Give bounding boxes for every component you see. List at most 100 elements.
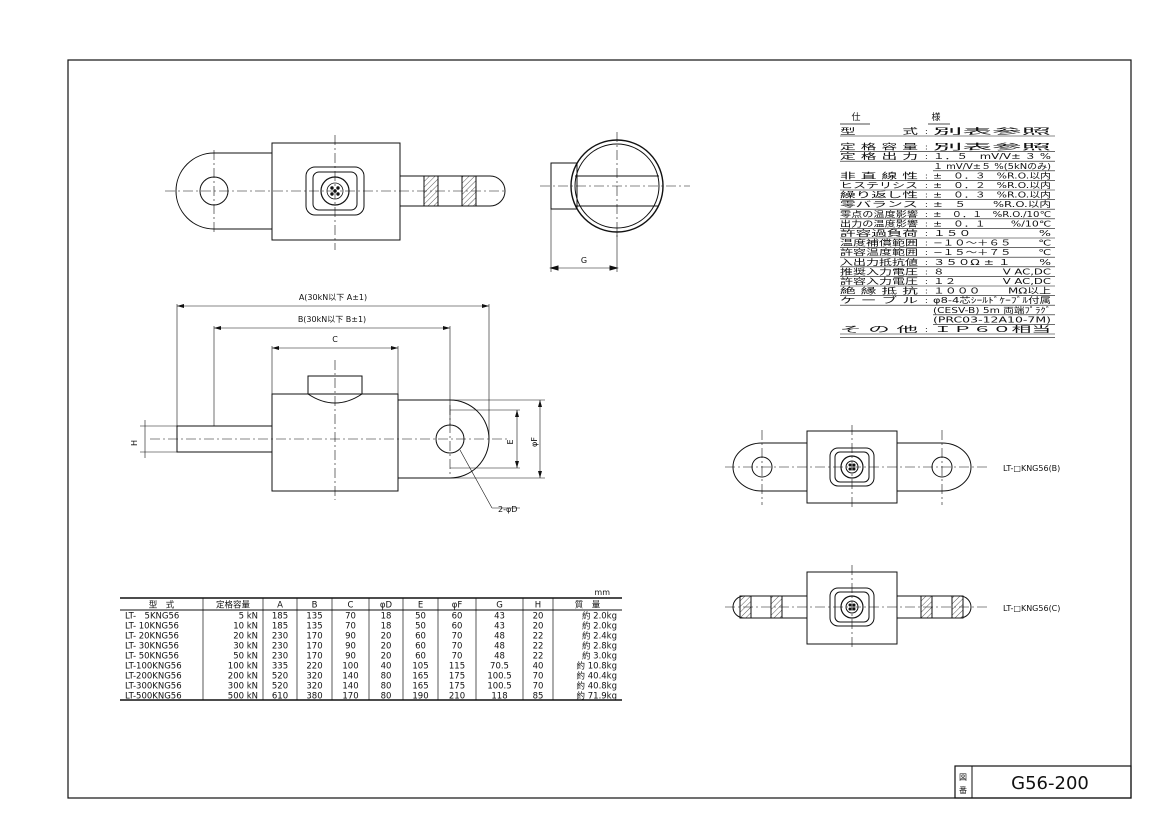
table-cell: 40 [533, 662, 544, 672]
table-cell: 22 [533, 632, 544, 642]
dim-b-label: B(30kN以下 B±1) [298, 315, 366, 324]
table-header-cell: B [312, 601, 318, 611]
spec-colon: : [925, 171, 928, 180]
dim-c-label: C [332, 335, 338, 344]
table-cell: 170 [306, 652, 322, 662]
spec-label: 出力の温度影響 [840, 218, 918, 228]
table-header-cell: 質 量 [575, 600, 601, 611]
variant-b-label: LT-□KNG56(B) [1003, 464, 1060, 473]
table-cell: 85 [533, 692, 544, 702]
spec-colon: : [925, 127, 928, 136]
table-cell: 175 [449, 672, 465, 682]
table-cell: LT-500KNG56 [125, 692, 182, 702]
spec-label: 許容入力電圧 [840, 276, 918, 286]
table-cell: 70 [452, 642, 463, 652]
table-header-cell: G [496, 601, 503, 611]
spec-label: 定 格 出 力 [840, 151, 918, 161]
spec-colon: : [925, 181, 928, 190]
table-cell: 90 [345, 632, 356, 642]
table-header-cell: φD [380, 601, 393, 611]
table-cell: 100.5 [487, 682, 511, 692]
table-cell: 100 [342, 662, 358, 672]
table-header-cell: C [348, 601, 354, 611]
spec-colon: : [925, 152, 928, 161]
table-cell: 320 [306, 682, 322, 692]
table-cell: 約 2.4kg [582, 631, 617, 642]
spec-colon: : [925, 287, 928, 296]
spec-colon: : [925, 200, 928, 209]
table-cell: 60 [415, 642, 426, 652]
table-cell: 10 kN [233, 622, 258, 632]
spec-value: −１５～＋７５ ℃ [933, 248, 1051, 257]
table-cell: 20 [381, 632, 392, 642]
table-cell: 約 10.8kg [577, 661, 617, 672]
table-cell: 165 [412, 682, 428, 692]
table-cell: 335 [272, 662, 288, 672]
spec-colon: : [925, 267, 928, 276]
table-cell: 60 [415, 632, 426, 642]
table-cell: 70.5 [490, 662, 509, 672]
spec-label: 温度補償範囲 [840, 238, 918, 248]
table-cell: 135 [306, 612, 322, 622]
spec-value: １ mV/V±５ %(5kNのみ) [933, 162, 1051, 171]
table-cell: 140 [342, 672, 358, 682]
table-cell: 48 [494, 652, 505, 662]
table-header-cell: 定格容量 [216, 600, 251, 611]
table-cell: 18 [381, 622, 392, 632]
drawing-number: G56-200 [1011, 773, 1089, 794]
top-view [165, 135, 506, 250]
table-cell: 43 [494, 622, 505, 632]
table-cell: 60 [415, 652, 426, 662]
table-cell: 170 [306, 632, 322, 642]
spec-value: ± ０．１ %/10℃ [933, 219, 1051, 228]
table-cell: 20 kN [233, 632, 258, 642]
title-block-label-bottom: 番 [959, 785, 967, 795]
table-cell: 80 [381, 682, 392, 692]
table-cell: 300 kN [228, 682, 258, 692]
spec-label: 繰り返し性 [840, 190, 918, 200]
table-cell: LT- 50KNG56 [125, 652, 179, 662]
table-cell: 100 kN [228, 662, 258, 672]
spec-label: 型 式 [840, 126, 918, 136]
spec-label: 零バランス [840, 200, 918, 209]
spec-colon: : [925, 296, 928, 305]
table-cell: 48 [494, 642, 505, 652]
table-header-cell: A [277, 601, 283, 611]
sheet-border [67, 59, 1132, 799]
spec-value: 別表参照 [933, 126, 1051, 136]
table-cell: 50 [415, 612, 426, 622]
table-cell: 約 40.4kg [577, 671, 617, 682]
spec-label: 許容過負荷 [840, 228, 918, 238]
table-cell: 610 [272, 692, 288, 702]
table-header-cell: φF [452, 601, 463, 611]
spec-value: １２ V AC,DC [933, 277, 1052, 286]
spec-value: １０００ MΩ以上 [933, 287, 1051, 296]
spec-colon: : [925, 248, 928, 257]
table-cell: 70 [345, 612, 356, 622]
table-cell: 48 [494, 632, 505, 642]
variant-b-view [725, 425, 990, 510]
end-view [540, 132, 690, 272]
table-cell: 200 kN [228, 672, 258, 682]
table-cell: 80 [381, 692, 392, 702]
variant-c-view [725, 565, 990, 650]
table-cell: 約 40.8kg [577, 681, 617, 692]
spec-value: ± ０．３ %R.O.以内 [933, 190, 1051, 200]
table-cell: 220 [306, 662, 322, 672]
table-cell: 170 [306, 642, 322, 652]
table-cell: 22 [533, 642, 544, 652]
table-cell: 500 kN [228, 692, 258, 702]
table-cell: 230 [272, 652, 288, 662]
spec-label: 絶 縁 抵 抗 [840, 286, 918, 296]
spec-colon: : [925, 191, 928, 200]
table-cell: LT-100KNG56 [125, 662, 182, 672]
title-block-label-top: 図 [959, 773, 967, 782]
dim-e-label: E [506, 439, 515, 444]
table-cell: 520 [272, 672, 288, 682]
spec-value: 別表参照 [933, 142, 1051, 152]
table-cell: 100.5 [487, 672, 511, 682]
side-view [140, 304, 545, 509]
spec-colon: : [925, 258, 928, 267]
